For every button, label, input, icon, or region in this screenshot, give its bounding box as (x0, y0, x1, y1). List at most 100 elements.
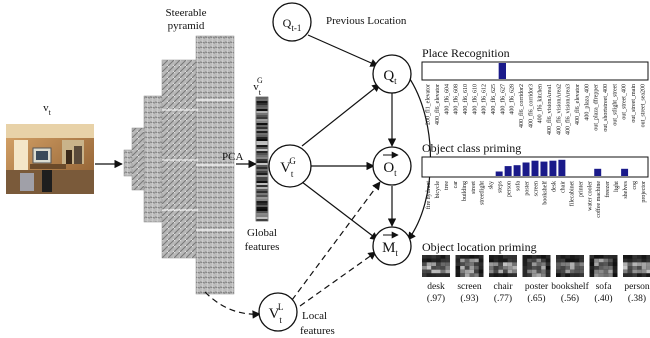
location-item-screen: screen(.93) (455, 255, 484, 304)
location-name: sofa (596, 281, 613, 292)
object-label-10: sofa (515, 181, 522, 191)
object-label-16: filecabinet (568, 181, 575, 207)
object-bar-8 (495, 171, 503, 176)
place-label-18: out_plaza_dfrepper (593, 84, 600, 131)
node-q: Qt (372, 54, 412, 94)
place-label-21: out_street_400 (622, 84, 628, 120)
place-label-13: 400_fl6_visionArea1 (546, 84, 553, 135)
edge-pyramid-to-vl (204, 291, 261, 319)
location-score: (.65) (527, 293, 545, 304)
node-vg: VtG (268, 144, 312, 188)
pyramid-title-line2: pyramid (168, 20, 205, 32)
location-score: (.38) (628, 293, 646, 304)
object-label-20: freezer (604, 181, 611, 198)
location-name: bookshelf (551, 281, 589, 292)
place-label-14: 400_fl6_visionArea2 (555, 84, 562, 135)
edge-prev-to-q (307, 34, 379, 67)
place-label-12: 400_fl6_kitchen (537, 84, 544, 123)
object-label-18: water cooler (587, 181, 593, 211)
pca-label: PCA (222, 151, 243, 163)
object-location-title: Object location priming (422, 240, 537, 254)
svg-text:VtG: VtG (280, 156, 296, 179)
place-label-8: 400_fl6_627 (499, 84, 506, 115)
local-features-line2: features (300, 325, 335, 337)
pyramid-title-line1: Steerable (166, 7, 207, 19)
location-score: (.77) (494, 293, 512, 304)
image-label: vt (43, 102, 52, 117)
location-score: (.40) (594, 293, 612, 304)
object-label-24: projector (641, 181, 647, 203)
object-class-title: Object class priming (422, 141, 521, 155)
object-bar-15 (558, 159, 566, 176)
object-bar-19 (594, 168, 602, 176)
place-label-6: 400_fl6_612 (481, 84, 488, 115)
place-label-1: 400_fl6_elevator (434, 84, 441, 125)
object-label-14: desk (551, 181, 557, 192)
object-label-1: bicycle (435, 181, 441, 199)
object-location-panel: Object location priming desk(.97)screen(… (422, 240, 650, 304)
location-item-bookshelf: bookshelf(.56) (551, 255, 590, 304)
place-recognition-title: Place Recognition (422, 46, 510, 60)
place-label-23: out_street_sea200 (640, 84, 646, 127)
location-score: (.93) (460, 293, 478, 304)
object-label-9: person (507, 181, 513, 197)
location-item-sofa: sofa(.40) (589, 255, 618, 304)
vg-vector-label: vtG (253, 76, 263, 97)
place-label-20: out_stlight_street (612, 84, 618, 126)
local-features-line1: Local (302, 310, 327, 322)
place-chart-frame (421, 61, 649, 81)
place-label-4: 400_fl6_610 (462, 84, 469, 115)
object-label-5: street (471, 181, 477, 194)
object-bar-9 (504, 166, 512, 176)
location-name: person (624, 282, 650, 292)
svg-text:Qt: Qt (383, 68, 397, 86)
place-label-7: 400_fl6_625 (490, 84, 497, 115)
place-bar-8 (498, 63, 506, 79)
place-label-9: 400_fl6_628 (509, 84, 516, 115)
pca-group: PCA vtG Global features (222, 76, 279, 253)
location-item-desk: desk(.97) (422, 255, 450, 304)
location-name: poster (525, 282, 549, 292)
object-bar-12 (531, 160, 539, 176)
object-label-13: bookshelf (541, 181, 548, 205)
object-label-21: light (614, 181, 620, 192)
place-label-16: 400_fl6_elevator (574, 84, 581, 125)
place-label-22: out_street_main (631, 84, 637, 123)
global-label-line1: Global (247, 227, 277, 239)
svg-text:Mt: Mt (382, 240, 398, 258)
node-vl: VtL Local features (258, 292, 335, 337)
node-previous-location: Qt-1 Previous Location (272, 2, 407, 42)
object-label-3: car (453, 181, 459, 188)
edge-vg-to-q (301, 83, 381, 147)
place-label-11: 400_fl6_corridor3 (527, 84, 534, 128)
object-label-6: streetlight (480, 181, 486, 205)
object-label-0: fire hydrant (425, 181, 432, 209)
global-feature-vector (255, 96, 269, 222)
svg-text:Qt-1: Qt-1 (283, 16, 302, 33)
object-bar-10 (513, 165, 521, 176)
object-bar-13 (540, 161, 548, 176)
node-m: Mt (372, 226, 412, 266)
object-label-8: steps (498, 180, 504, 193)
object-label-11: poster (525, 181, 531, 196)
location-score: (.97) (427, 293, 445, 304)
location-item-person: person(.38) (623, 255, 650, 304)
place-label-15: 400_fl6_visionArea3 (565, 84, 572, 135)
place-label-19: out_shortstreet_400 (603, 84, 609, 132)
place-label-0: 200_fl1_elevator (425, 84, 432, 125)
object-bar-22 (621, 168, 629, 176)
object-label-4: building (462, 181, 468, 201)
input-image-group: vt (6, 102, 123, 194)
place-label-3: 400_fl6_608 (453, 84, 460, 115)
location-name: desk (427, 282, 445, 292)
object-label-15: chair (560, 181, 566, 193)
object-label-2: tree (444, 181, 450, 190)
place-label-10: 400_fl6_corridor2 (518, 84, 525, 128)
place-label-2: 400_fl6_604 (443, 84, 450, 115)
object-bar-11 (522, 162, 530, 176)
global-label-line2: features (245, 241, 280, 253)
edge-vl-to-m (299, 251, 377, 307)
